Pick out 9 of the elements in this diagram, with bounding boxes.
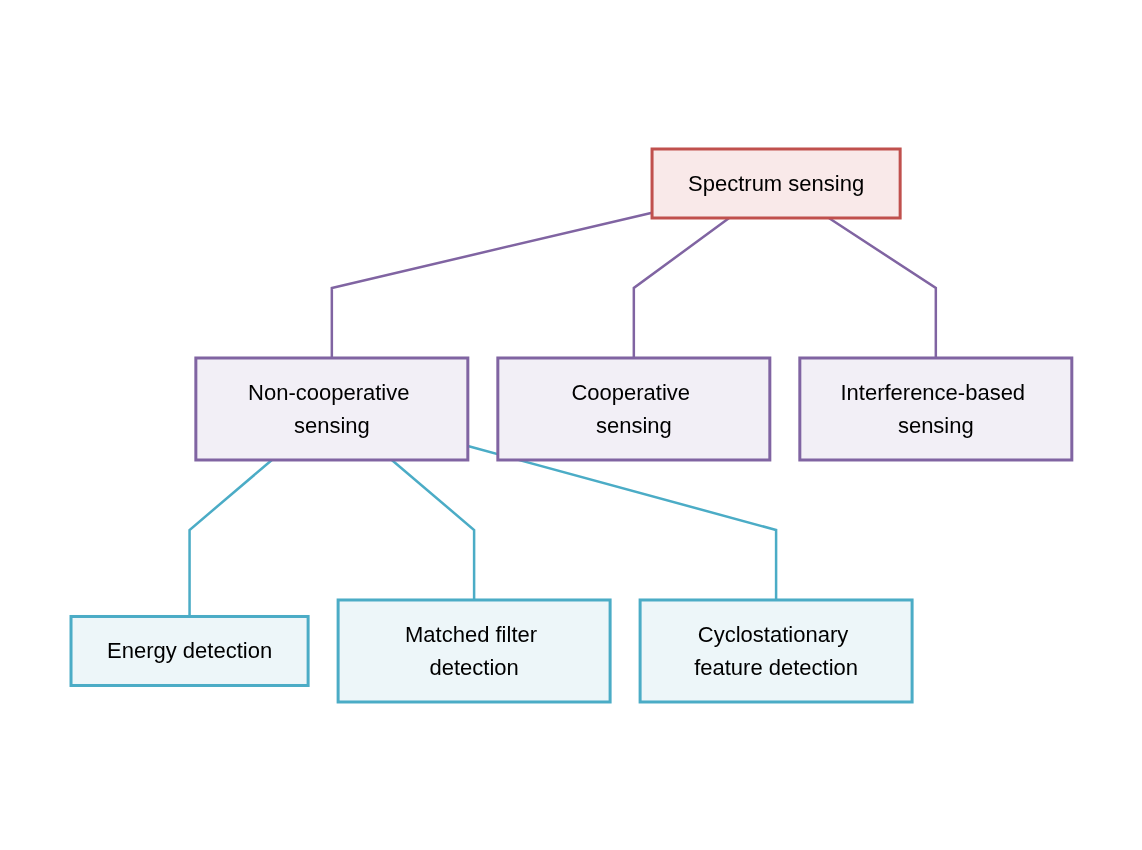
node-box: Matched filter detection xyxy=(336,598,612,703)
node-box: Spectrum sensing xyxy=(650,147,902,219)
node-box: Non-cooperative sensing xyxy=(193,356,469,461)
node-box: Energy detection xyxy=(69,614,310,687)
connector xyxy=(330,210,652,358)
node-box: Interference-based sensing xyxy=(797,356,1073,461)
node-box: Cyclostationary feature detection xyxy=(638,598,914,703)
node-box: Cooperative sensing xyxy=(495,356,771,461)
connector xyxy=(467,444,777,600)
